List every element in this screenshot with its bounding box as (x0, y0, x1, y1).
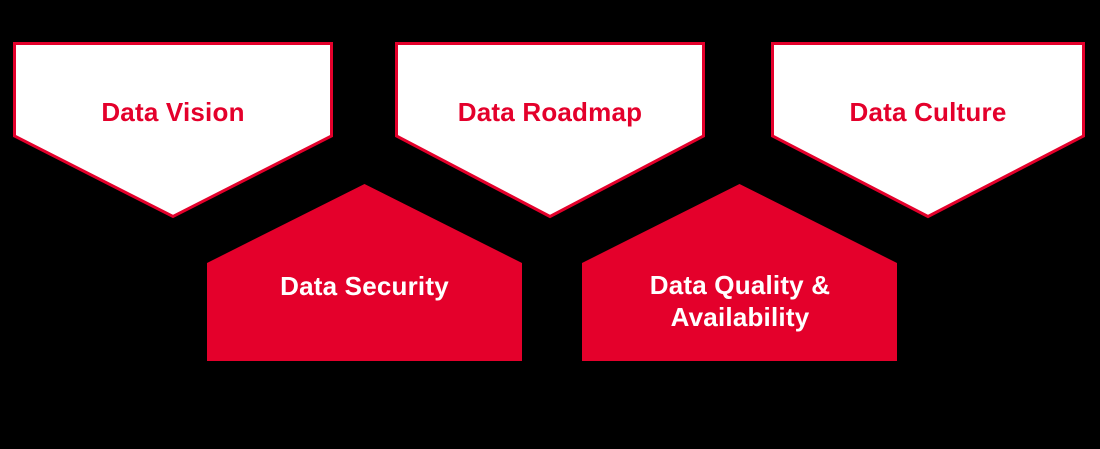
data-quality-availability-label: Data Quality & Availability (649, 270, 831, 332)
data-security-shape (207, 184, 522, 361)
data-quality-availability-shape (582, 184, 897, 361)
data-vision-shape (13, 42, 333, 219)
data-culture-shape (771, 42, 1085, 219)
data-security-label: Data Security (280, 271, 449, 301)
data-roadmap-shape (395, 42, 705, 219)
data-vision-label: Data Vision (101, 97, 245, 127)
data-roadmap-label: Data Roadmap (457, 97, 643, 127)
data-culture-label: Data Culture (849, 97, 1007, 127)
